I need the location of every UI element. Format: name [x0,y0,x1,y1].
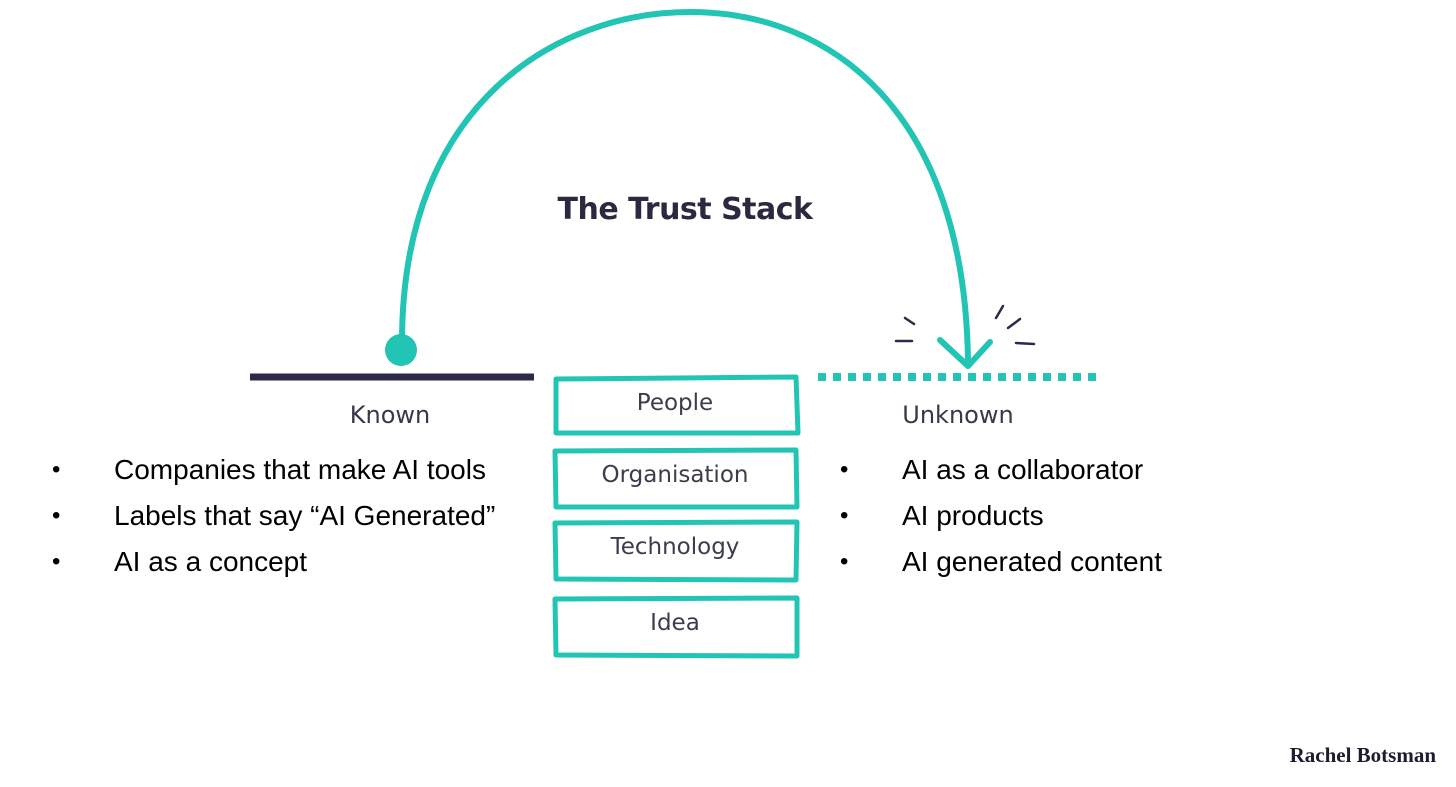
list-item: Companies that make AI tools [52,447,495,493]
known-list: Companies that make AI tools Labels that… [52,447,495,585]
list-item: AI as a collaborator [840,447,1162,493]
list-item: AI as a concept [52,539,495,585]
stack-item-label: Organisation [601,462,749,488]
diagram-title: The Trust Stack [557,192,814,227]
stack-item-label: Idea [650,610,700,636]
list-item: AI products [840,493,1162,539]
start-dot [385,334,417,366]
known-label: Known [349,401,431,429]
list-item: AI generated content [840,539,1162,585]
stack-item-technology: Technology [556,524,794,578]
impact-marks-icon [894,304,1036,346]
list-item: Labels that say “AI Generated” [52,493,495,539]
unknown-list: AI as a collaborator AI products AI gene… [840,447,1162,585]
stack-item-people: People [556,380,794,434]
leap-arc [399,8,971,365]
author-credit: Rachel Botsman [1289,743,1436,767]
stack-item-organisation: Organisation [556,452,794,506]
stack-item-idea: Idea [556,600,794,654]
stack-item-label: People [636,390,714,416]
unknown-label: Unknown [902,401,1014,429]
stack-item-label: Technology [610,534,740,560]
arrowhead-icon [937,337,993,369]
stack-boxes [552,374,801,659]
